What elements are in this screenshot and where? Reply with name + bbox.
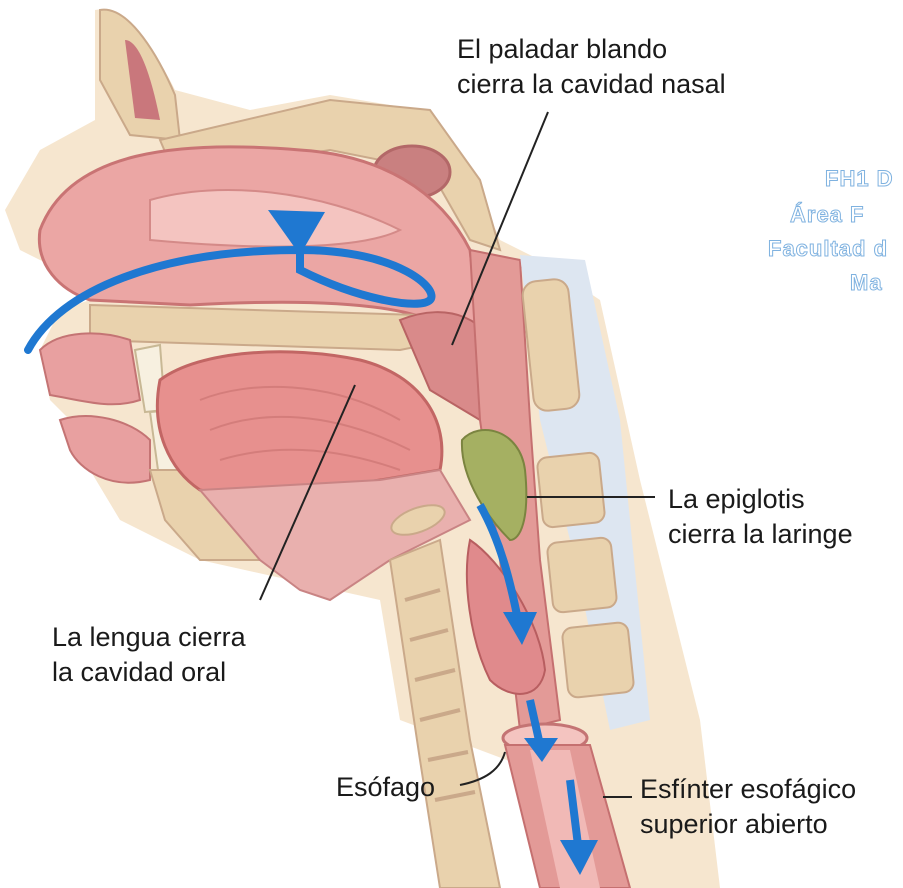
vertebra-2 [537,452,606,528]
label-epiglottis: La epiglotis cierra la laringe [668,482,853,552]
watermark-line-2: Área F [790,198,864,232]
upper-lip [40,333,140,404]
label-tongue: La lengua cierra la cavidad oral [52,620,246,690]
label-sphincter: Esfínter esofágico superior abierto [640,772,856,842]
label-esophagus: Esófago [336,770,435,805]
label-soft-palate: El paladar blando cierra la cavidad nasa… [457,32,726,102]
watermark-line-4: Ma [850,266,883,300]
watermark-line-1: FH1 D [825,162,894,196]
vertebra-4 [562,622,635,699]
vertebra-3 [547,537,618,613]
watermark-line-3: Facultad d [768,232,888,266]
